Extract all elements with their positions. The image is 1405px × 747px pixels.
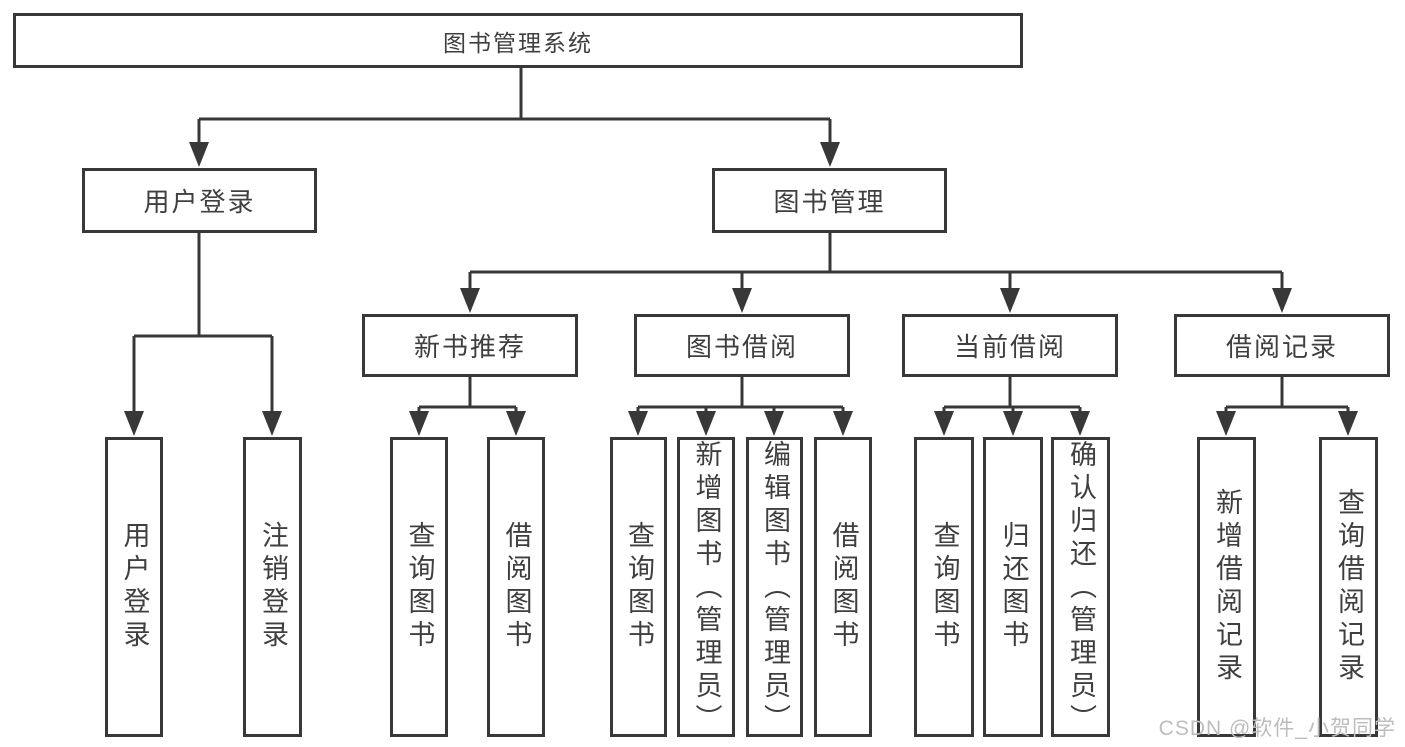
node-label: 用户登录 <box>143 187 256 217</box>
node-library-management-system: 图书管理系统 <box>13 13 1023 68</box>
leaf-label: 归还图书 <box>998 521 1029 653</box>
node-current-borrow: 当前借阅 <box>902 314 1118 377</box>
leaf-label: 用户登录 <box>119 521 150 653</box>
node-user-login: 用户登录 <box>82 168 317 233</box>
node-book-management: 图书管理 <box>712 168 947 233</box>
leaf-label: 新增借阅记录 <box>1212 488 1242 686</box>
leaf-label: 查询图书 <box>404 521 435 653</box>
leaf-confirm-return-admin: 确认归还（管理员） <box>1051 437 1110 737</box>
leaf-return-books: 归还图书 <box>983 437 1043 737</box>
node-new-book-recommend: 新书推荐 <box>362 314 578 377</box>
leaf-label: 查询图书 <box>929 521 960 653</box>
node-label: 当前借阅 <box>953 332 1066 362</box>
leaf-edit-books-admin: 编辑图书（管理员） <box>746 437 803 737</box>
leaf-add-books-admin: 新增图书（管理员） <box>677 437 735 737</box>
node-borrow-records: 借阅记录 <box>1174 314 1390 377</box>
leaf-query-borrow-record: 查询借阅记录 <box>1319 437 1378 737</box>
node-label: 借阅记录 <box>1225 332 1338 362</box>
leaf-borrow-books: 借阅图书 <box>814 437 872 737</box>
leaf-user-login: 用户登录 <box>105 437 163 737</box>
node-label: 图书管理系统 <box>443 29 593 56</box>
node-label: 图书借阅 <box>685 332 798 362</box>
leaf-label: 确认归还（管理员） <box>1066 440 1096 737</box>
leaf-query-books-borrow: 查询图书 <box>610 437 667 737</box>
node-book-borrow: 图书借阅 <box>634 314 850 377</box>
leaf-label: 借阅图书 <box>501 521 532 653</box>
leaf-borrow-books-recommend: 借阅图书 <box>487 437 545 737</box>
leaf-label: 注销登录 <box>258 521 288 653</box>
leaf-query-books-current: 查询图书 <box>914 437 974 737</box>
node-label: 图书管理 <box>773 187 886 217</box>
connector-strokes <box>132 68 1350 414</box>
csdn-watermark: CSDN @软件_小贺同学 <box>1158 717 1396 740</box>
leaf-logout: 注销登录 <box>243 437 302 737</box>
node-label: 新书推荐 <box>413 332 526 362</box>
leaf-label: 借阅图书 <box>828 521 859 653</box>
leaf-label: 编辑图书（管理员） <box>760 440 790 737</box>
leaf-label: 新增图书（管理员） <box>691 440 722 737</box>
leaf-label: 查询借阅记录 <box>1334 488 1364 686</box>
leaf-add-borrow-record: 新增借阅记录 <box>1197 437 1256 737</box>
leaf-label: 查询图书 <box>624 521 654 653</box>
arrowheads <box>124 142 1358 436</box>
leaf-query-books-recommend: 查询图书 <box>390 437 448 737</box>
